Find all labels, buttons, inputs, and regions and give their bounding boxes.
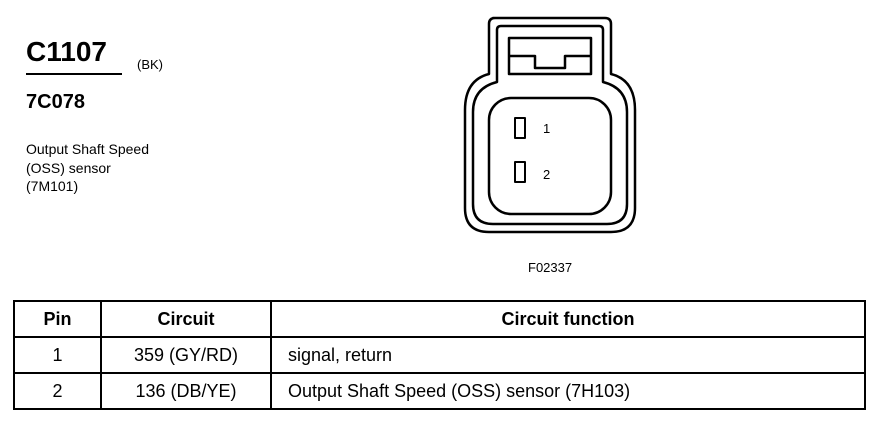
table-row: 1 359 (GY/RD) signal, return (13, 336, 866, 374)
component-description: Output Shaft Speed (OSS) sensor (7M101) (26, 140, 149, 196)
connector-face-diagram: 1 2 (463, 16, 637, 234)
cell-pin: 2 (13, 372, 102, 410)
column-header-circuit-function: Circuit function (270, 300, 866, 338)
connector-color-code: (BK) (137, 57, 163, 72)
description-line: (OSS) sensor (26, 159, 111, 176)
column-header-pin: Pin (13, 300, 102, 338)
cell-circuit: 136 (DB/YE) (100, 372, 272, 410)
figure-code: F02337 (528, 260, 573, 275)
connector-latch (507, 36, 593, 76)
part-number: 7C078 (26, 91, 85, 113)
description-line: (7M101) (26, 178, 79, 194)
pin-label-2: 2 (543, 167, 550, 182)
table-row: 2 136 (DB/YE) Output Shaft Speed (OSS) s… (13, 372, 866, 410)
description-line: Output Shaft Speed (26, 141, 149, 157)
cell-pin: 1 (13, 336, 102, 374)
connector-mating-face (487, 96, 613, 216)
connector-inner-housing (471, 24, 629, 226)
connector-outer-housing (463, 16, 637, 234)
pin-circuit-table: Pin Circuit Circuit function 1 359 (GY/R… (13, 300, 866, 410)
cell-circuit: 359 (GY/RD) (100, 336, 272, 374)
cell-circuit-function: Output Shaft Speed (OSS) sensor (7H103) (270, 372, 866, 410)
connector-id: C1107 (26, 36, 107, 67)
pin-cavity-2 (514, 161, 526, 183)
pin-label-1: 1 (543, 121, 550, 136)
column-header-circuit: Circuit (100, 300, 272, 338)
cell-circuit-function: signal, return (270, 336, 866, 374)
connector-latch-tab (509, 54, 591, 70)
table-header-row: Pin Circuit Circuit function (13, 300, 866, 338)
connector-id-underline (26, 73, 122, 75)
pin-cavity-1 (514, 117, 526, 139)
